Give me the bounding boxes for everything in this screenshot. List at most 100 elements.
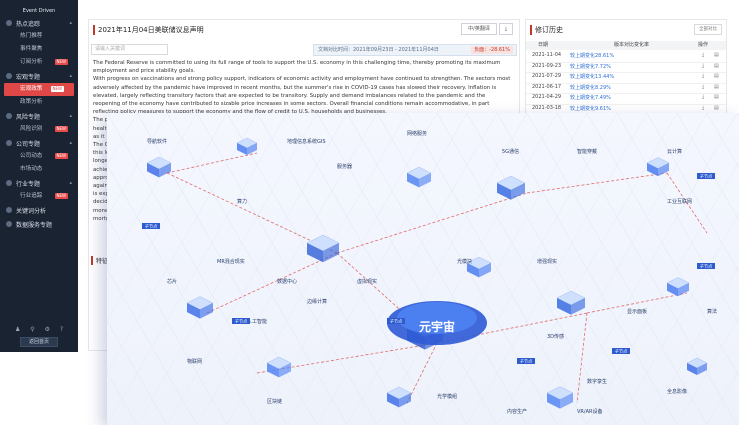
node-label: 3D传感 <box>547 333 564 340</box>
col-actions: 操作 <box>698 42 709 48</box>
iso-block <box>386 386 412 408</box>
sidebar-item[interactable]: 市场动态 <box>0 163 78 176</box>
article-paragraph: is exp <box>93 191 109 198</box>
download-icon[interactable]: ⤓ <box>702 83 705 90</box>
section-label: 行业专题 <box>16 180 41 188</box>
section-icon <box>6 113 12 119</box>
section-icon <box>6 207 12 213</box>
row-date: 2021-04-29 <box>532 94 562 100</box>
connection-line <box>336 192 528 254</box>
return-home-button[interactable]: 返回首页 <box>20 337 58 347</box>
download-icon[interactable]: ⤓ <box>499 23 513 35</box>
iso-block <box>186 296 214 319</box>
sentiment-badge: 负面：-28.61% <box>471 46 513 54</box>
sidebar-item-label: 风险识别 <box>20 126 43 132</box>
article-paragraph: as it <box>93 133 105 140</box>
node-label: 算力 <box>237 198 247 205</box>
iso-block <box>646 157 670 177</box>
help-icon[interactable]: ? <box>59 326 64 333</box>
grid-line <box>196 113 378 425</box>
grid-line <box>166 113 348 425</box>
gear-icon[interactable]: ⚙ <box>44 326 50 333</box>
row-change-link[interactable]: 较上期变化7.72% <box>570 63 611 70</box>
node-label: 全息影像 <box>667 388 687 395</box>
user-icon[interactable]: ♟ <box>14 326 21 333</box>
illustration-svg: 元宇宙导航软件地理信息系统GIS网络服务5G通信智能穿戴云计算工业互联网算力数据… <box>107 113 739 425</box>
page-title: 2021年11月04日美联储议息声明 <box>93 25 204 35</box>
row-change-link[interactable]: 较上期变化28.61% <box>570 53 615 59</box>
node-label: 显示面板 <box>627 308 647 315</box>
grid-line <box>107 113 138 166</box>
download-icon[interactable]: ⤓ <box>702 52 705 58</box>
download-icon[interactable]: ⤓ <box>702 73 705 79</box>
compare-all-button[interactable]: 全部对比 <box>694 24 722 35</box>
row-change-link[interactable]: 较上期变化7.49% <box>570 95 611 101</box>
date-range: 文档对比时间：2021年09月23日 - 2021年11月04日 负面：-28.… <box>313 44 517 56</box>
sidebar-section[interactable]: 行业专题▴ <box>0 176 78 190</box>
node-label: 数字孪生 <box>587 378 607 385</box>
chevron-up-icon: ▴ <box>69 73 72 79</box>
sidebar-section[interactable]: 风险专题▴ <box>0 109 78 123</box>
compare-icon[interactable]: ▤ <box>714 83 719 90</box>
row-change-link[interactable]: 较上期变化13.44% <box>570 74 615 80</box>
iso-block <box>306 234 340 263</box>
connection-line <box>576 312 588 404</box>
row-date: 2021-11-04 <box>532 52 562 58</box>
compare-icon[interactable]: ▤ <box>714 62 719 69</box>
sidebar-section[interactable]: 公司专题▴ <box>0 136 78 150</box>
history-row: 2021-04-29 较上期变化7.49% ⤓ ▤ <box>526 94 726 105</box>
connection-line <box>166 172 338 254</box>
col-date: 日期 <box>538 42 549 48</box>
sidebar-section[interactable]: 关键词分析 <box>0 203 78 217</box>
sidebar-section[interactable]: 数据服务专题 <box>0 217 78 231</box>
row-change-link[interactable]: 较上期变化8.29% <box>570 84 611 91</box>
grid-line <box>616 213 739 425</box>
article-paragraph: health <box>93 125 111 132</box>
iso-block <box>546 386 574 409</box>
connection-line <box>166 152 258 174</box>
node-label: 增强现实 <box>537 258 557 265</box>
translate-button[interactable]: 中/英翻译 <box>461 23 497 35</box>
connection-line <box>206 252 338 314</box>
compare-icon[interactable]: ▤ <box>714 73 719 79</box>
section-icon <box>6 73 12 79</box>
row-change-link[interactable]: 较上期变化9.61% <box>570 105 611 112</box>
download-icon[interactable]: ⤓ <box>702 62 705 69</box>
node-tag <box>232 318 250 324</box>
search-input[interactable]: 请输入关键词 <box>91 44 168 55</box>
grid-line <box>646 265 739 425</box>
row-date: 2021-03-18 <box>532 104 562 111</box>
sidebar-section[interactable]: 热点追踪▴ <box>0 16 78 30</box>
chevron-up-icon: ▴ <box>69 20 72 26</box>
download-icon[interactable]: ⤓ <box>702 94 705 100</box>
sidebar-item[interactable]: 事件聚焦 <box>0 43 78 56</box>
node-label: 工业互联网 <box>667 198 692 205</box>
grid-line <box>107 113 228 322</box>
bell-icon[interactable]: ⚲ <box>30 326 35 333</box>
download-icon[interactable]: ⤓ <box>702 104 705 111</box>
section-label: 数据服务专题 <box>16 221 53 229</box>
iso-block <box>266 356 292 378</box>
grid-line <box>556 113 738 425</box>
sidebar-section[interactable]: 宏观专题▴ <box>0 69 78 83</box>
node-label: 边缘计算 <box>307 298 327 305</box>
grid-line <box>286 113 468 425</box>
sidebar-item[interactable]: 政策分析 <box>0 96 78 109</box>
col-change: 版本对比变化率 <box>614 42 650 48</box>
compare-icon[interactable]: ▤ <box>714 94 719 100</box>
compare-icon[interactable]: ▤ <box>714 104 719 111</box>
sidebar-item-label: 宏观政策 <box>20 86 43 92</box>
sidebar-item[interactable]: 热门推荐 <box>0 30 78 43</box>
sidebar-item-label: 订阅分析 <box>20 59 43 65</box>
compare-icon[interactable]: ▤ <box>714 52 719 58</box>
node-label: 光模块 <box>457 258 472 265</box>
